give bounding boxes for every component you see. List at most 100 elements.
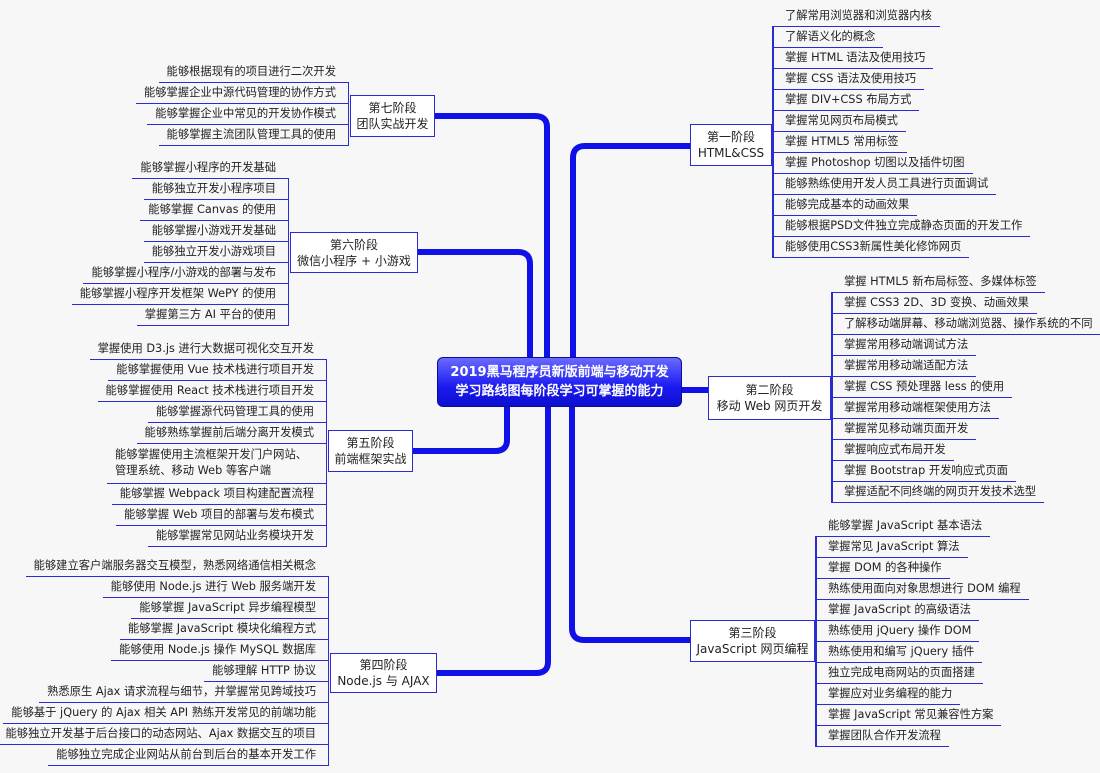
skill-item[interactable]: 能够熟练使用开发人员工具进行页面调试 xyxy=(772,174,997,195)
connector-stage-1 xyxy=(570,143,693,360)
skill-item[interactable]: 能够使用 Node.js 操作 MySQL 数据库 xyxy=(111,640,329,661)
skill-item[interactable]: 能够掌握源代码管理工具的使用 xyxy=(147,402,327,423)
skill-item[interactable]: 能够掌握 Webpack 项目构建配置流程 xyxy=(111,484,327,505)
skill-item[interactable]: 掌握第三方 AI 平台的使用 xyxy=(136,305,289,326)
skill-item[interactable]: 能够根据现有的项目进行二次开发 xyxy=(158,62,349,83)
skill-item[interactable]: 能够使用 Node.js 进行 Web 服务端开发 xyxy=(102,577,329,598)
stage-5-node[interactable]: 第五阶段 前端框架实战 xyxy=(328,430,413,472)
skill-item[interactable]: 能够掌握 Canvas 的使用 xyxy=(140,200,289,221)
skill-item[interactable]: 能够掌握使用 Vue 技术栈进行项目开发 xyxy=(108,360,327,381)
skill-item[interactable]: 能够使用CSS3新属性美化修饰网页 xyxy=(772,237,970,258)
skill-item[interactable]: 掌握常见移动端页面开发 xyxy=(831,419,977,440)
skill-item[interactable]: 能够掌握企业中源代码管理的协作方式 xyxy=(135,83,349,104)
stage-5-items: 掌握使用 D3.js 进行大数据可视化交互开发能够掌握使用 Vue 技术栈进行项… xyxy=(89,339,328,547)
stage-name: 第一阶段 xyxy=(706,130,755,144)
connector-stage-6 xyxy=(415,249,533,360)
skill-item[interactable]: 熟练使用面向对象思想进行 DOM 编程 xyxy=(815,579,1029,600)
skill-item[interactable]: 掌握适配不同终端的网页开发技术选型 xyxy=(831,482,1045,503)
skill-item[interactable]: 掌握 CSS3 2D、3D 变换、动画效果 xyxy=(831,293,1037,314)
central-topic[interactable]: 2019黑马程序员新版前端与移动开发 学习路线图每阶段学习可掌握的能力 xyxy=(437,357,682,407)
connector-stage-4 xyxy=(434,404,551,676)
stage-7-items: 能够根据现有的项目进行二次开发能够掌握企业中源代码管理的协作方式能够掌握企业中常… xyxy=(135,62,350,146)
stage-3-node[interactable]: 第三阶段 JavaScript 网页编程 xyxy=(690,620,815,662)
skill-item[interactable]: 能够掌握使用 React 技术栈进行项目开发 xyxy=(97,381,327,402)
stage-2-items: 掌握 HTML5 新布局标签、多媒体标签掌握 CSS3 2D、3D 变换、动画效… xyxy=(831,272,1100,503)
stage-subtitle: JavaScript 网页编程 xyxy=(696,642,809,656)
skill-item[interactable]: 掌握团队合作开发流程 xyxy=(815,726,949,747)
stage-name: 第三阶段 xyxy=(728,626,777,640)
skill-item[interactable]: 能够建立客户端服务器交互模型，熟悉网络通信相关概念 xyxy=(25,556,329,577)
stage-1-node[interactable]: 第一阶段 HTML&CSS xyxy=(690,124,772,166)
stage-subtitle: 前端框架实战 xyxy=(334,452,407,466)
stage-name: 第七阶段 xyxy=(368,101,417,115)
skill-item[interactable]: 能够独立开发基于后台接口的动态网站、Ajax 数据交互的项目 xyxy=(0,724,329,745)
stage-name: 第六阶段 xyxy=(329,237,378,252)
skill-item[interactable]: 掌握常用移动端框架使用方法 xyxy=(831,398,999,419)
skill-item[interactable]: 能够掌握 Web 项目的部署与发布模式 xyxy=(116,505,327,526)
skill-item[interactable]: 能够掌握使用主流框架开发门户网站、管理系统、移动 Web 等客户端 xyxy=(107,444,327,484)
skill-item[interactable]: 熟练使用和编写 jQuery 插件 xyxy=(815,642,983,663)
skill-item[interactable]: 了解常用浏览器和浏览器内核 xyxy=(772,6,940,27)
skill-item[interactable]: 能够独立开发小游戏项目 xyxy=(143,242,289,263)
stage-subtitle: 微信小程序 + 小游戏 xyxy=(297,253,411,268)
stage-6-node[interactable]: 第六阶段 微信小程序 + 小游戏 xyxy=(290,232,418,273)
skill-item[interactable]: 掌握 CSS 预处理器 less 的使用 xyxy=(831,377,1013,398)
stage-subtitle: Node.js 与 AJAX xyxy=(337,674,430,688)
skill-item[interactable]: 能够掌握企业中常见的开发协作模式 xyxy=(147,104,349,125)
skill-item[interactable]: 掌握 Photoshop 切图以及插件切图 xyxy=(772,153,973,174)
skill-item[interactable]: 能够根据PSD文件独立完成静态页面的开发工作 xyxy=(772,216,1031,237)
skill-item[interactable]: 能够掌握小程序开发框架 WePY 的使用 xyxy=(71,284,289,305)
skill-item[interactable]: 掌握常用移动端调试方法 xyxy=(831,335,977,356)
skill-item[interactable]: 了解移动端屏幕、移动端浏览器、操作系统的不同 xyxy=(831,314,1100,335)
stage-name: 第五阶段 xyxy=(346,436,395,450)
skill-item[interactable]: 掌握 HTML 语法及使用技巧 xyxy=(772,48,934,69)
skill-item[interactable]: 掌握 HTML5 新布局标签、多媒体标签 xyxy=(831,272,1045,293)
stage-7-node[interactable]: 第七阶段 团队实战开发 xyxy=(350,95,435,137)
skill-item[interactable]: 能够独立开发小程序项目 xyxy=(143,179,289,200)
stage-1-items: 了解常用浏览器和浏览器内核了解语义化的概念掌握 HTML 语法及使用技巧掌握 C… xyxy=(772,6,1031,258)
skill-item[interactable]: 熟悉原生 Ajax 请求流程与细节，并掌握常见跨域技巧 xyxy=(39,682,329,703)
skill-item[interactable]: 掌握常用移动端适配方法 xyxy=(831,356,977,377)
skill-item[interactable]: 能够熟练掌握前后端分离开发模式 xyxy=(136,423,327,444)
skill-item[interactable]: 能够掌握 JavaScript 基本语法 xyxy=(815,516,991,537)
stage-3-items: 能够掌握 JavaScript 基本语法掌握常见 JavaScript 算法掌握… xyxy=(815,516,1029,747)
skill-item[interactable]: 掌握常见 JavaScript 算法 xyxy=(815,537,968,558)
skill-item[interactable]: 掌握 HTML5 常用标签 xyxy=(772,132,907,153)
skill-item[interactable]: 能够掌握小程序/小游戏的部署与发布 xyxy=(83,263,289,284)
skill-item[interactable]: 能够掌握 JavaScript 模块化编程方式 xyxy=(119,619,329,640)
skill-item[interactable]: 独立完成电商网站的页面搭建 xyxy=(815,663,983,684)
skill-item[interactable]: 掌握应对业务编程的能力 xyxy=(815,684,961,705)
skill-item[interactable]: 能够完成基本的动画效果 xyxy=(772,195,918,216)
skill-item[interactable]: 能够掌握常见网站业务模块开发 xyxy=(147,526,327,547)
skill-item[interactable]: 能够独立完成企业网站从前台到后台的基本开发工作 xyxy=(48,745,329,766)
stage-subtitle: 移动 Web 网页开发 xyxy=(716,399,823,413)
stage-4-items: 能够建立客户端服务器交互模型，熟悉网络通信相关概念能够使用 Node.js 进行… xyxy=(0,556,329,766)
skill-item[interactable]: 掌握 CSS 语法及使用技巧 xyxy=(772,69,925,90)
connector-stage-7 xyxy=(432,113,550,360)
skill-item[interactable]: 能够理解 HTTP 协议 xyxy=(204,661,329,682)
skill-item[interactable]: 掌握 DIV+CSS 布局方式 xyxy=(772,90,920,111)
skill-item[interactable]: 掌握常见网页布局模式 xyxy=(772,111,906,132)
connector-stage-3 xyxy=(569,404,693,643)
skill-item[interactable]: 掌握响应式布局开发 xyxy=(831,440,954,461)
stage-6-items: 能够掌握小程序的开发基础能够独立开发小程序项目能够掌握 Canvas 的使用能够… xyxy=(71,158,290,326)
skill-item[interactable]: 掌握 DOM 的各种操作 xyxy=(815,558,950,579)
skill-item[interactable]: 了解语义化的概念 xyxy=(772,27,884,48)
skill-item[interactable]: 能够掌握小游戏开发基础 xyxy=(143,221,289,242)
stage-subtitle: HTML&CSS xyxy=(697,146,765,160)
skill-item[interactable]: 能够掌握 JavaScript 异步编程模型 xyxy=(131,598,329,619)
skill-item[interactable]: 能够基于 jQuery 的 Ajax 相关 API 熟练开发常见的前端功能 xyxy=(3,703,329,724)
skill-item[interactable]: 能够掌握主流团队管理工具的使用 xyxy=(158,125,349,146)
skill-item[interactable]: 掌握 Bootstrap 开发响应式页面 xyxy=(831,461,1016,482)
skill-item[interactable]: 熟练使用 jQuery 操作 DOM xyxy=(815,621,980,642)
skill-item[interactable]: 掌握使用 D3.js 进行大数据可视化交互开发 xyxy=(89,339,327,360)
stage-4-node[interactable]: 第四阶段 Node.js 与 AJAX xyxy=(330,653,437,693)
skill-item[interactable]: 掌握 JavaScript 的高级语法 xyxy=(815,600,979,621)
skill-item[interactable]: 掌握 JavaScript 常见兼容性方案 xyxy=(815,705,1002,726)
stage-name: 第二阶段 xyxy=(745,383,794,397)
stage-name: 第四阶段 xyxy=(359,658,408,672)
skill-item[interactable]: 能够掌握小程序的开发基础 xyxy=(132,158,289,179)
stage-2-node[interactable]: 第二阶段 移动 Web 网页开发 xyxy=(708,376,831,420)
connector-stage-5 xyxy=(410,404,510,454)
